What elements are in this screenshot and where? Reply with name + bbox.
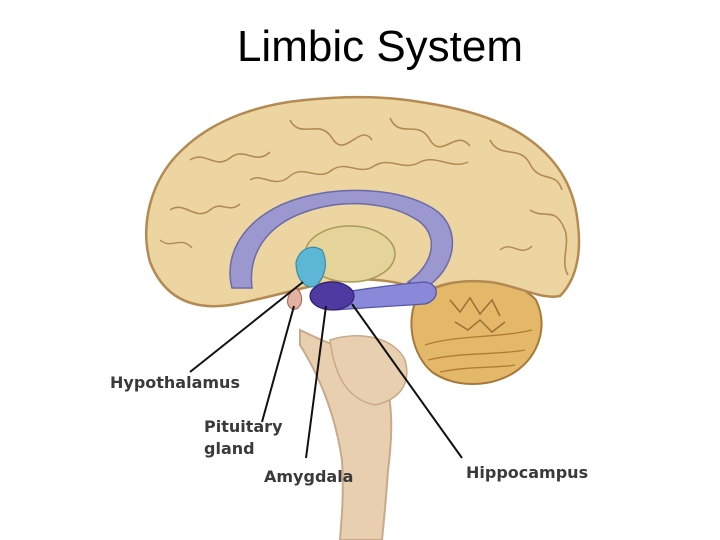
pituitary-leader bbox=[261, 305, 295, 423]
amygdala-leader bbox=[305, 305, 327, 459]
cerebellum bbox=[410, 278, 543, 385]
hypothalamus-leader bbox=[189, 281, 304, 373]
pituitary-label-line1: Pituitary bbox=[204, 417, 283, 436]
amygdala-region bbox=[309, 281, 355, 311]
slide-title: Limbic System bbox=[236, 22, 524, 71]
hippocampus-leader bbox=[351, 303, 463, 459]
hippocampus-label: Hippocampus bbox=[466, 463, 588, 482]
hippocampus-region bbox=[329, 281, 437, 311]
amygdala-label: Amygdala bbox=[264, 467, 353, 486]
pituitary-label-line2: gland bbox=[204, 439, 255, 458]
hypothalamus-label: Hypothalamus bbox=[110, 373, 240, 392]
